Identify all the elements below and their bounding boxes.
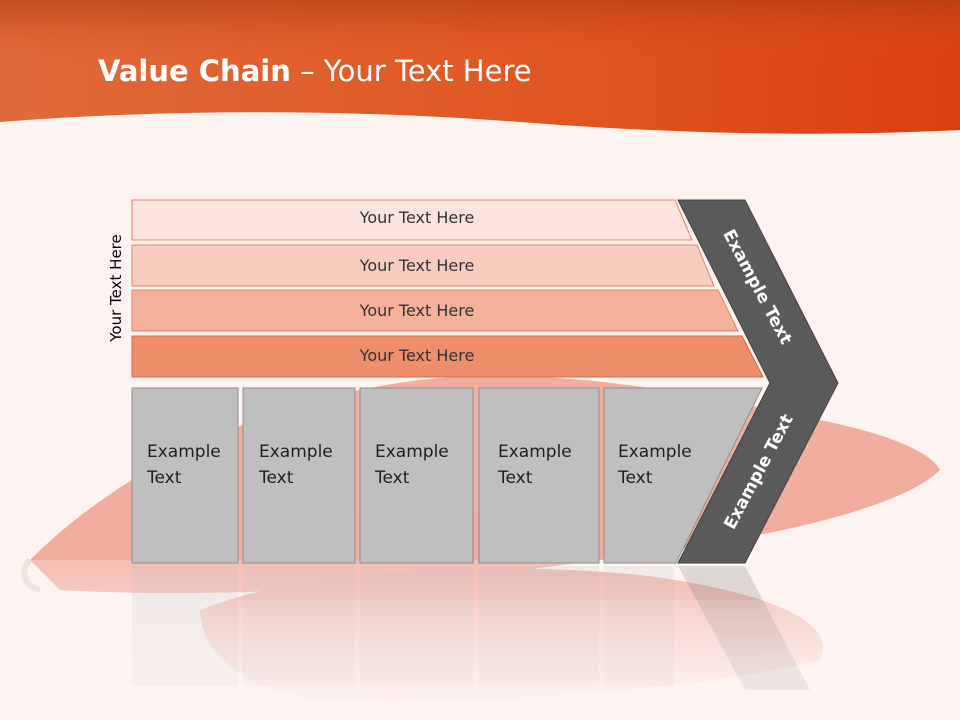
box-1-line2: Text — [147, 468, 182, 488]
box-5-line1: Example — [618, 442, 692, 462]
band-1-shape — [131, 199, 693, 241]
chevron-shape — [677, 199, 839, 564]
box-4-label: Example Text — [498, 439, 608, 491]
box-4-shape — [478, 387, 600, 564]
band-2-shape — [131, 244, 715, 287]
box-5-label: Example Text — [618, 439, 728, 491]
box-4-line1: Example — [498, 442, 572, 462]
box-2-line1: Example — [259, 442, 333, 462]
band-1-label: Your Text Here — [359, 208, 475, 227]
box-3-line2: Text — [375, 468, 410, 488]
box-2-label: Example Text — [259, 439, 369, 491]
box-1-line1: Example — [147, 442, 221, 462]
vertical-label: Your Text Here — [107, 234, 125, 342]
title-rest: – Your Text Here — [290, 54, 532, 88]
title-bold: Value Chain — [98, 54, 291, 88]
band-4-shape — [131, 335, 764, 378]
box-4-line2: Text — [498, 468, 533, 488]
box-1-label: Example Text — [147, 439, 257, 491]
band-2-label: Your Text Here — [359, 256, 475, 275]
box-2-shape — [242, 387, 356, 564]
band-3-shape — [131, 289, 739, 332]
box-5-shape — [603, 387, 763, 564]
band-3-label: Your Text Here — [359, 301, 475, 320]
box-1-shape — [131, 387, 239, 564]
box-3-label: Example Text — [375, 439, 485, 491]
band-4-label: Your Text Here — [359, 346, 475, 365]
slide-title: Value Chain – Your Text Here — [98, 54, 532, 88]
box-3-shape — [359, 387, 474, 564]
box-3-line1: Example — [375, 442, 449, 462]
box-5-line2: Text — [618, 468, 653, 488]
box-2-line2: Text — [259, 468, 294, 488]
